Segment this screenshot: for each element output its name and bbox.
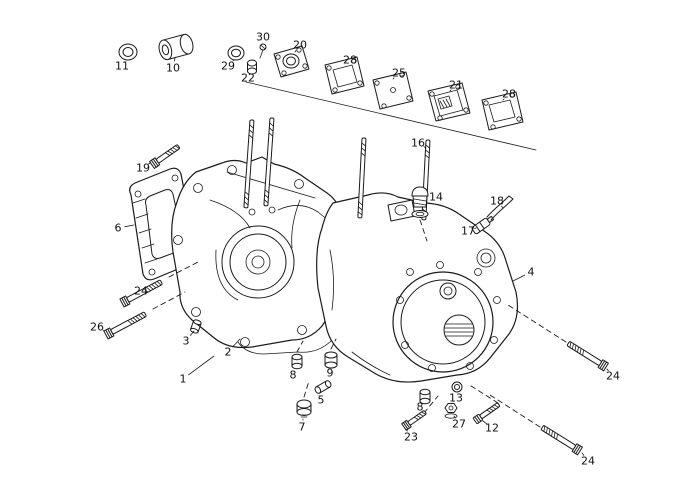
part-23-bolt bbox=[401, 408, 429, 431]
part-22-spacer bbox=[247, 59, 257, 75]
callout-26: 26 bbox=[90, 321, 104, 334]
leader-line-1 bbox=[188, 355, 215, 376]
leader-line-29 bbox=[232, 59, 235, 62]
callout-7: 7 bbox=[299, 421, 306, 434]
leader-line-12 bbox=[482, 420, 487, 425]
leader-line-4 bbox=[512, 274, 526, 282]
leader-line-25 bbox=[392, 77, 395, 80]
callout-23: 23 bbox=[404, 431, 418, 444]
callout-14: 14 bbox=[429, 191, 443, 204]
leader-line-18 bbox=[501, 205, 504, 209]
callout-30: 30 bbox=[256, 31, 270, 44]
part-24-bolt-right-upper bbox=[565, 339, 609, 372]
part-14-plug bbox=[411, 186, 429, 218]
assembly-axis-line bbox=[245, 81, 537, 151]
part-29-o-ring bbox=[227, 45, 245, 61]
callout-25: 25 bbox=[392, 67, 406, 80]
leader-line-23 bbox=[405, 428, 408, 432]
callout-9: 9 bbox=[327, 367, 334, 380]
callout-4: 4 bbox=[528, 266, 535, 279]
callout-8: 8 bbox=[290, 369, 297, 382]
part-26-bolt bbox=[103, 309, 148, 340]
leader-line-28 bbox=[502, 98, 505, 101]
part-24-bolt-right-lower bbox=[539, 423, 583, 456]
callout-3: 3 bbox=[183, 335, 190, 348]
callout-29: 29 bbox=[221, 60, 235, 73]
part-27-nut bbox=[444, 403, 458, 419]
part-18-hose bbox=[486, 195, 514, 221]
assembly-dashed-lines bbox=[152, 219, 567, 428]
leader-line-20 bbox=[294, 50, 297, 53]
part-9-bushing bbox=[324, 351, 338, 369]
part-3-dowel-pin bbox=[189, 319, 202, 334]
callout-17: 17 bbox=[461, 225, 475, 238]
leader-line-21 bbox=[449, 89, 452, 92]
leader-line-19 bbox=[148, 162, 151, 165]
callout-28: 28 bbox=[343, 54, 357, 67]
part-4-right-crankcase-half bbox=[316, 192, 519, 383]
callout-27: 27 bbox=[452, 418, 466, 431]
callout-21: 21 bbox=[449, 79, 463, 92]
part-20-intake-manifold bbox=[273, 45, 310, 78]
callout-20: 20 bbox=[293, 39, 307, 52]
callout-5: 5 bbox=[318, 394, 325, 407]
callout-8: 8 bbox=[417, 401, 424, 414]
part-17-fitting bbox=[471, 215, 495, 235]
callout-6: 6 bbox=[115, 222, 122, 235]
part-30-screw bbox=[259, 43, 267, 59]
part-25-plate bbox=[372, 71, 414, 110]
leader-line-3 bbox=[189, 330, 195, 336]
callout-19: 19 bbox=[136, 162, 150, 175]
leader-line-16 bbox=[423, 146, 427, 149]
part-11-seal-ring bbox=[118, 43, 138, 61]
callout-11: 11 bbox=[115, 60, 129, 73]
callout-2: 2 bbox=[225, 346, 232, 359]
part-21-reed-valve bbox=[427, 82, 471, 122]
callout-16: 16 bbox=[411, 137, 425, 150]
callout-24: 24 bbox=[606, 370, 620, 383]
part-28-gasket-b bbox=[481, 91, 524, 131]
callout-10: 10 bbox=[166, 62, 180, 75]
part-7-drain-plug bbox=[296, 399, 312, 418]
callout-1: 1 bbox=[180, 373, 187, 386]
leader-line-17 bbox=[474, 227, 477, 229]
leader-line-10 bbox=[173, 57, 176, 62]
part-28-gasket-a bbox=[324, 56, 365, 95]
callout-22: 22 bbox=[241, 72, 255, 85]
part-8-bushing bbox=[291, 353, 303, 370]
callout-24: 24 bbox=[581, 455, 595, 468]
callout-28: 28 bbox=[502, 88, 516, 101]
part-19-bolt bbox=[149, 142, 182, 169]
leader-line-27 bbox=[453, 415, 456, 419]
leader-line-24 bbox=[606, 368, 609, 372]
leader-line-26 bbox=[102, 330, 105, 332]
callout-12: 12 bbox=[485, 422, 499, 435]
callout-13: 13 bbox=[449, 392, 463, 405]
part-10-sleeve bbox=[158, 33, 194, 61]
leader-line-24 bbox=[581, 452, 585, 456]
part-13-washer bbox=[451, 381, 463, 393]
part-8-bushing-b bbox=[419, 388, 431, 405]
part-5-sleeve bbox=[314, 380, 332, 394]
callout-18: 18 bbox=[490, 195, 504, 208]
callout-leader-lines bbox=[102, 50, 609, 456]
leader-line-6 bbox=[124, 224, 135, 228]
callout-24: 24 bbox=[134, 285, 148, 298]
leader-line-2 bbox=[232, 338, 241, 348]
